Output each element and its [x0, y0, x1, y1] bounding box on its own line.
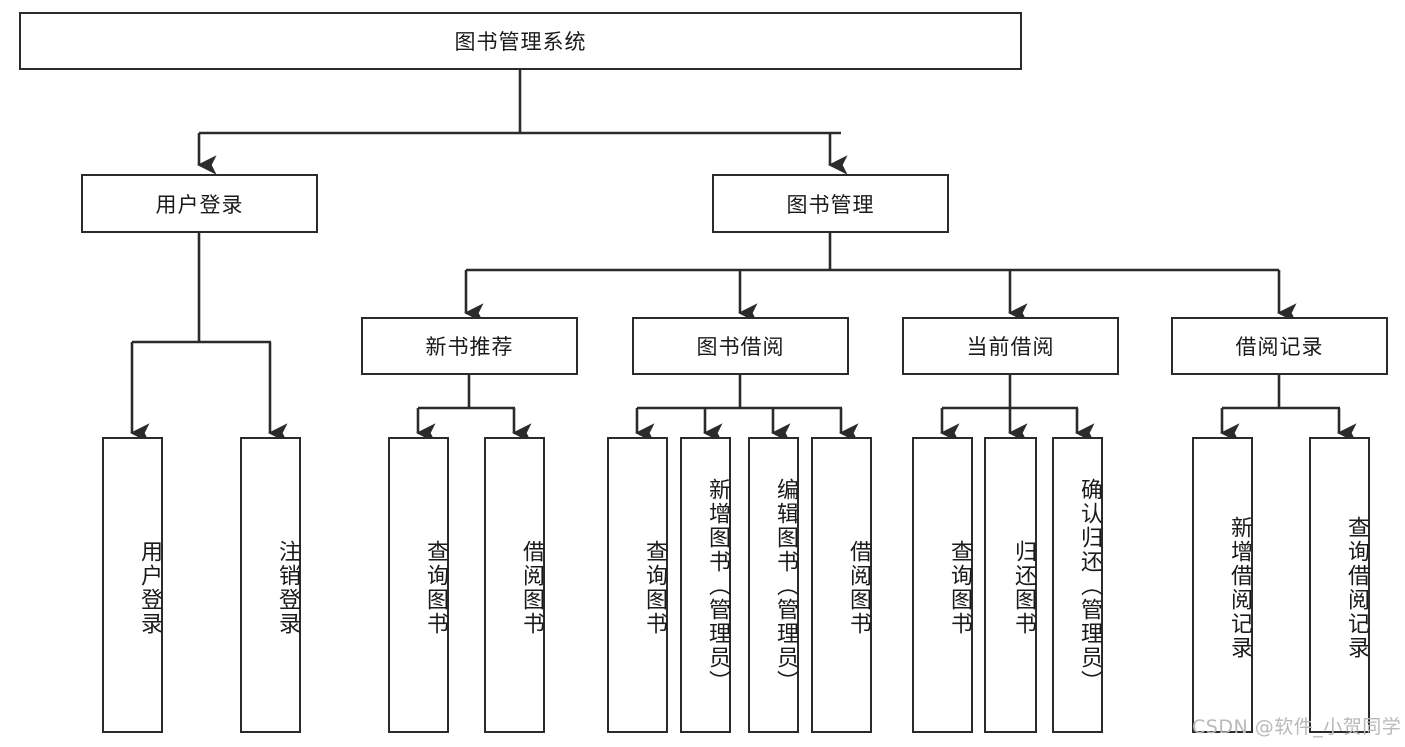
node-label: 新增图书（管理员）: [705, 478, 730, 694]
node-current-borrow[interactable]: 当前借阅: [902, 317, 1119, 375]
leaf-book-borrow-borrow-books[interactable]: 借阅图书: [811, 437, 872, 733]
leaf-current-borrow-confirm-return-admin[interactable]: 确认归还（管理员）: [1052, 437, 1103, 733]
node-borrow-record[interactable]: 借阅记录: [1171, 317, 1388, 375]
leaf-current-borrow-query-books[interactable]: 查询图书: [912, 437, 973, 733]
leaf-borrow-record-query-record[interactable]: 查询借阅记录: [1309, 437, 1370, 733]
node-book-management[interactable]: 图书管理: [712, 174, 949, 233]
node-book-borrow[interactable]: 图书借阅: [632, 317, 849, 375]
leaf-user-login-login[interactable]: 用户登录: [102, 437, 163, 733]
node-label: 查询借阅记录: [1344, 516, 1369, 660]
node-label: 注销登录: [275, 540, 300, 636]
node-label: 用户登录: [155, 192, 244, 217]
node-label: 查询图书: [642, 540, 667, 636]
node-root-book-management-system[interactable]: 图书管理系统: [19, 12, 1022, 70]
node-label: 借阅记录: [1235, 335, 1324, 359]
node-label: 查询图书: [947, 540, 972, 636]
node-label: 编辑图书（管理员）: [773, 478, 798, 694]
node-label: 借阅图书: [519, 540, 544, 636]
leaf-new-book-query-books[interactable]: 查询图书: [388, 437, 449, 733]
leaf-new-book-borrow-books[interactable]: 借阅图书: [484, 437, 545, 733]
node-label: 图书借阅: [696, 335, 785, 359]
node-label: 查询图书: [423, 540, 448, 636]
node-label: 当前借阅: [966, 335, 1055, 359]
node-label: 确认归还（管理员）: [1077, 478, 1102, 694]
node-label: 借阅图书: [846, 540, 871, 636]
leaf-book-borrow-edit-book-admin[interactable]: 编辑图书（管理员）: [748, 437, 799, 733]
leaf-borrow-record-add-record[interactable]: 新增借阅记录: [1192, 437, 1253, 733]
node-new-book-recommend[interactable]: 新书推荐: [361, 317, 578, 375]
node-label: 图书管理: [786, 192, 875, 217]
leaf-book-borrow-query-books[interactable]: 查询图书: [607, 437, 668, 733]
csdn-watermark: CSDN @软件_小贺同学: [1192, 716, 1402, 738]
node-label: 归还图书: [1011, 540, 1036, 636]
leaf-user-login-logout[interactable]: 注销登录: [240, 437, 301, 733]
leaf-current-borrow-return-books[interactable]: 归还图书: [984, 437, 1037, 733]
node-label: 新书推荐: [425, 335, 514, 359]
leaf-book-borrow-add-book-admin[interactable]: 新增图书（管理员）: [680, 437, 731, 733]
node-label: 新增借阅记录: [1227, 516, 1252, 660]
node-user-login[interactable]: 用户登录: [81, 174, 318, 233]
node-label: 用户登录: [137, 540, 162, 636]
node-label: 图书管理系统: [454, 30, 587, 54]
